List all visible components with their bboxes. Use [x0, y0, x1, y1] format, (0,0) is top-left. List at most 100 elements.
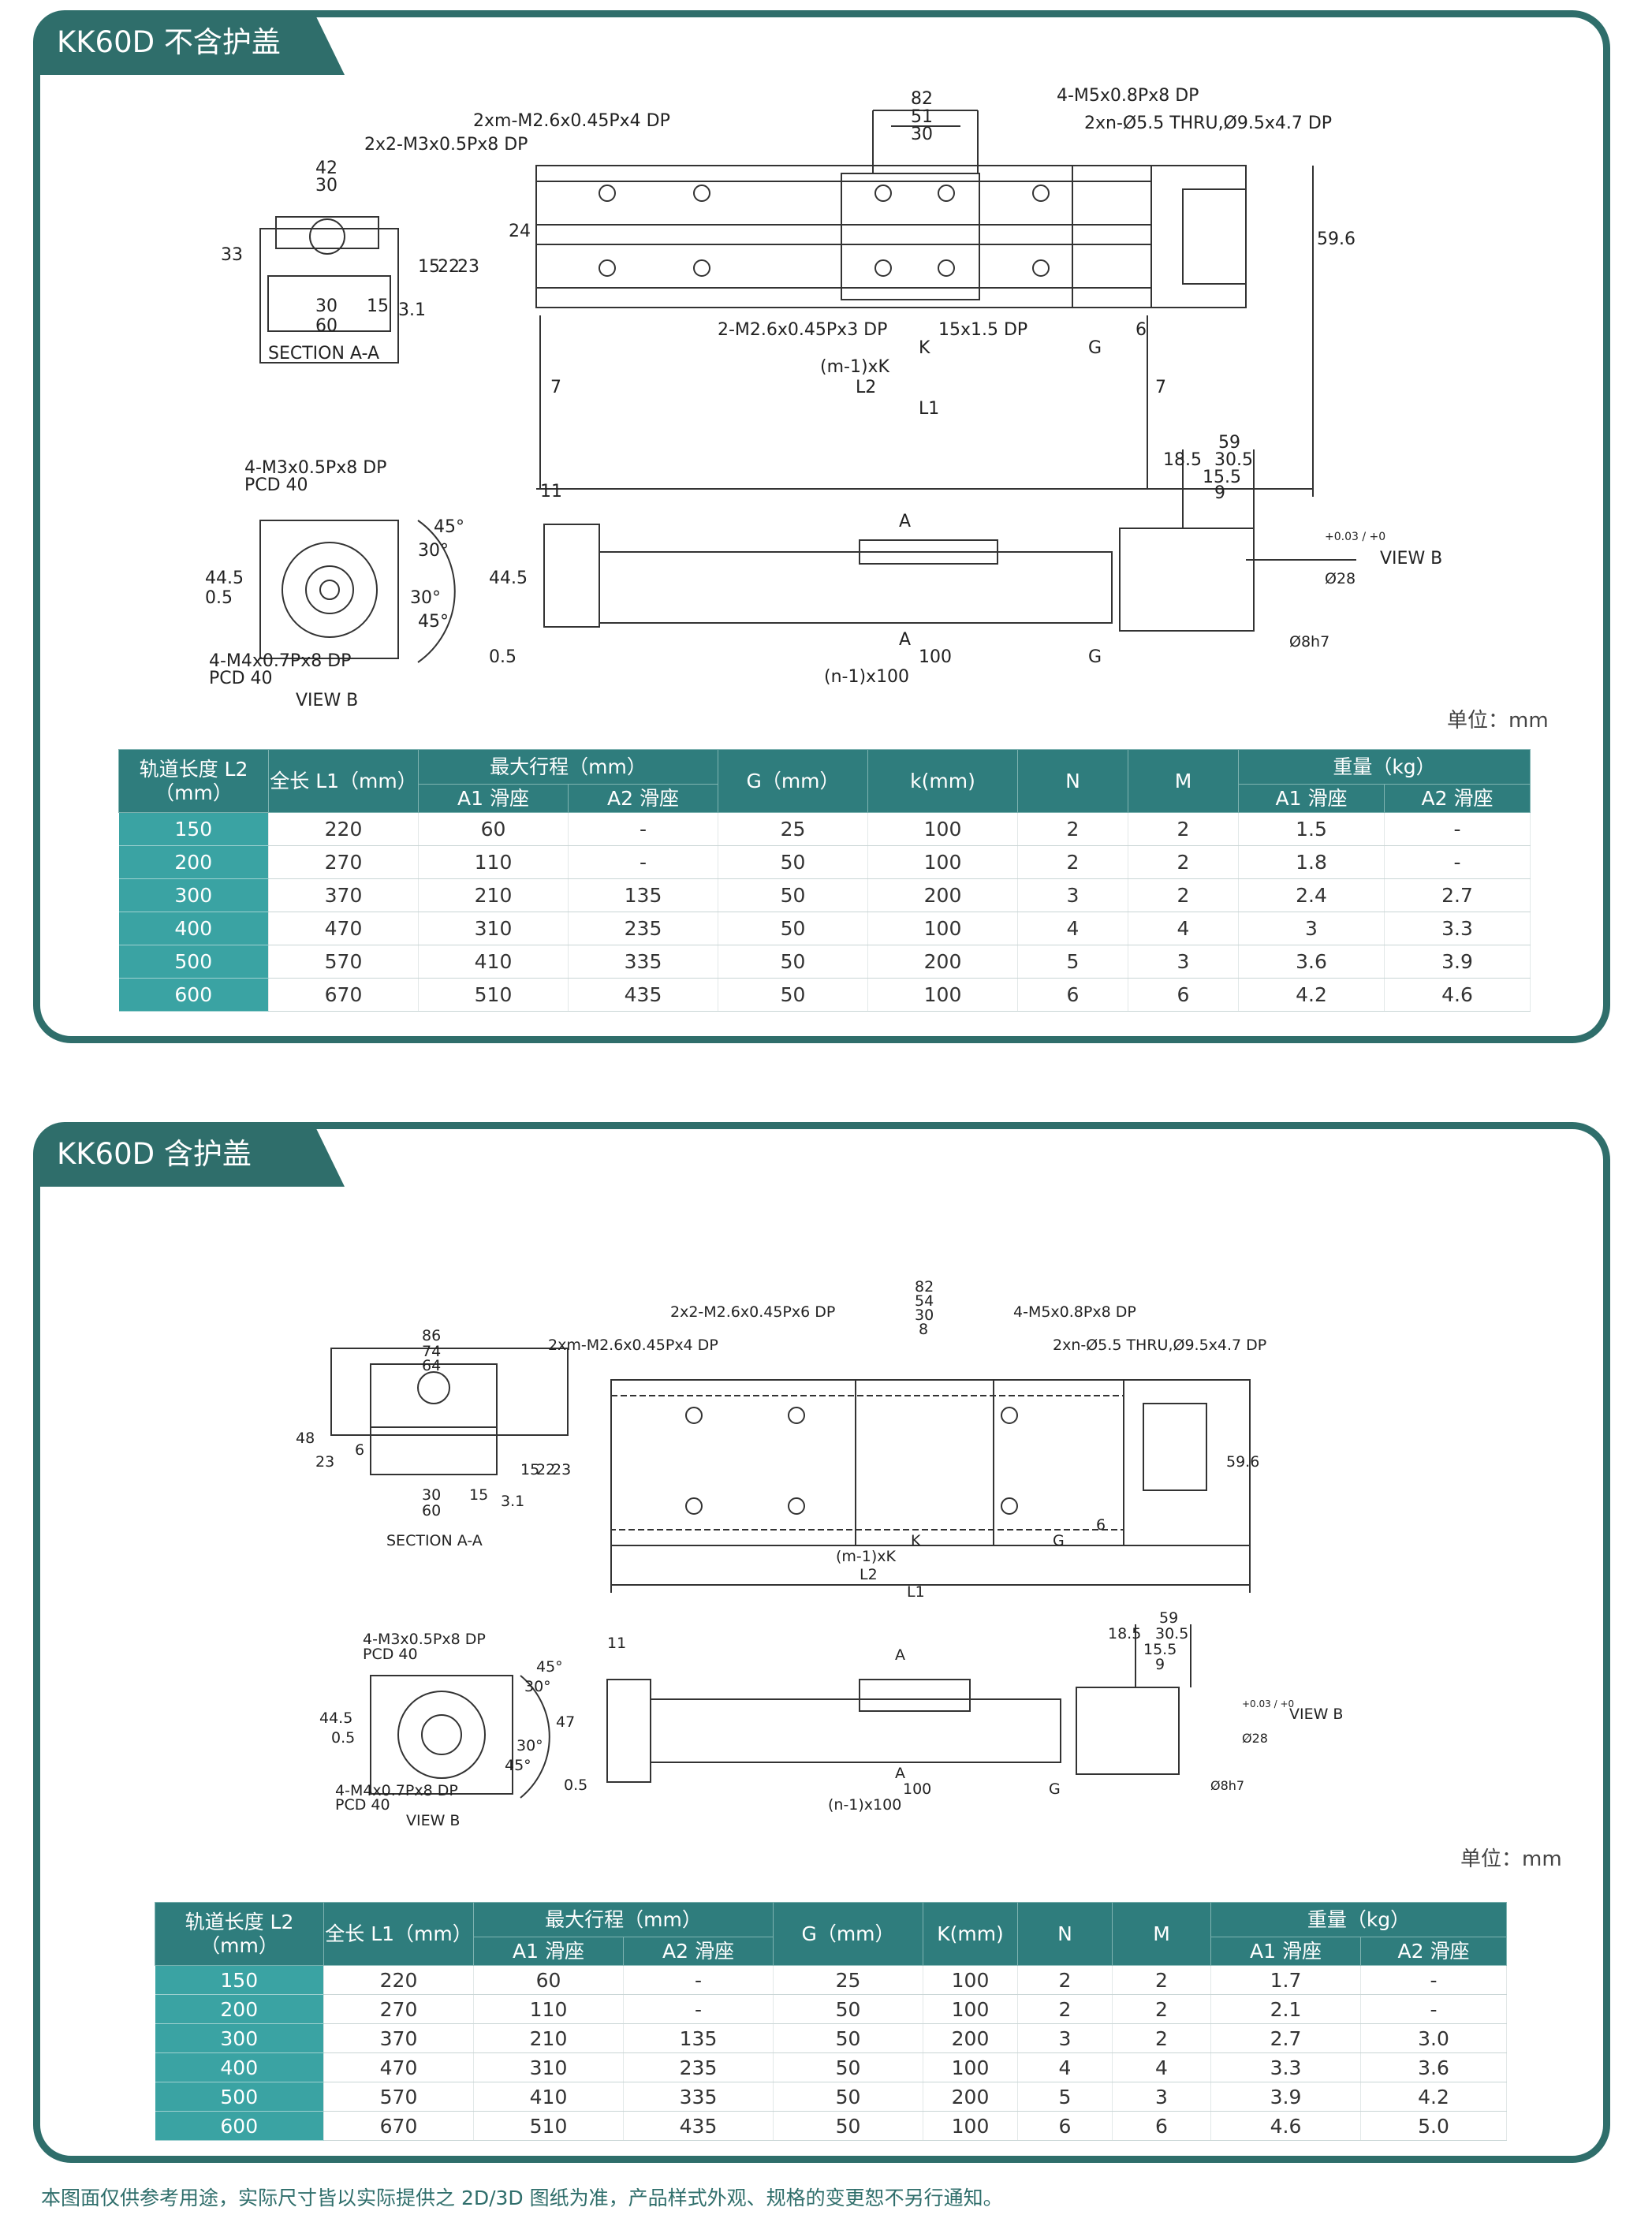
table-cell: - [623, 1994, 774, 2024]
dim-7a: 7 [550, 378, 561, 397]
label-m5: 4-M5x0.8Px8 DP [1013, 1303, 1136, 1321]
dim-15b: 15 [469, 1486, 488, 1504]
technical-drawing-1: 82 51 30 4-M5x0.8Px8 DP 2xn-Ø5.5 THRU,Ø9… [205, 86, 1442, 710]
dim-7b: 7 [1155, 378, 1166, 397]
col-weight-a2: A2 滑座 [1383, 784, 1531, 813]
dim-15-5: 15.5 [1143, 1641, 1177, 1658]
table-cell: 2 [1017, 1965, 1113, 1995]
label-viewb1: VIEW B [406, 1812, 460, 1829]
table-cell: 670 [323, 2111, 474, 2141]
dim-51: 51 [911, 107, 933, 127]
table-cell: - [623, 1965, 774, 1995]
table-cell: 200 [867, 945, 1018, 979]
dim-82: 82 [911, 89, 933, 109]
table-cell: 200 [118, 845, 269, 879]
table-cell: 210 [418, 878, 569, 912]
table-cell: 50 [773, 2052, 923, 2082]
table-cell: 50 [773, 2023, 923, 2053]
table-cell: 210 [473, 2023, 624, 2053]
dim-30b: 30 [422, 1486, 441, 1504]
label-A1: A [899, 512, 911, 531]
table-cell: 2 [1128, 878, 1239, 912]
table-cell: 2 [1017, 1994, 1113, 2024]
table-cell: 3 [1128, 945, 1239, 979]
dim-82: 82 [915, 1278, 934, 1296]
table-cell: 3.6 [1238, 945, 1385, 979]
dim-42: 42 [315, 158, 337, 178]
col-k: K(mm) [923, 1902, 1018, 1966]
section-aa-label: SECTION A-A [386, 1532, 483, 1549]
table-cell: 200 [923, 2023, 1018, 2053]
section-title-2: KK60D 含护盖 [33, 1122, 345, 1187]
table-cell: 3 [1017, 2023, 1113, 2053]
table-cell: 25 [718, 812, 868, 846]
col-g: G（mm） [718, 749, 868, 813]
table-cell: 370 [268, 878, 419, 912]
table-cell: 500 [118, 945, 269, 979]
dim-L1: L1 [907, 1583, 925, 1601]
angle-30b: 30° [516, 1737, 543, 1754]
table-cell: 1.7 [1210, 1965, 1361, 1995]
dim-15: 15 [520, 1461, 539, 1478]
dim-mk: (m-1)xK [836, 1548, 897, 1565]
dim-G: G [1088, 338, 1102, 358]
dim-30-5: 30.5 [1214, 450, 1253, 470]
angle-45b: 45° [505, 1757, 531, 1774]
table-cell: 400 [118, 912, 269, 945]
dim-24: 24 [509, 222, 531, 241]
label-pcd2: PCD 40 [209, 669, 273, 688]
dim-3-1: 3.1 [501, 1493, 524, 1510]
table-cell: 3.9 [1210, 2082, 1361, 2112]
dim-64: 64 [422, 1357, 441, 1374]
table-cell: 150 [118, 812, 269, 846]
table-cell: - [568, 845, 718, 879]
col-l1: 全长 L1（mm） [323, 1902, 474, 1966]
label-m5: 4-M5x0.8Px8 DP [1057, 86, 1199, 106]
table-cell: 3.9 [1384, 945, 1531, 979]
table-cell: 3 [1017, 878, 1128, 912]
table-cell: 50 [773, 2082, 923, 2112]
table-cell: - [1360, 1994, 1508, 2024]
table-cell: 3.6 [1360, 2052, 1508, 2082]
dim-48: 48 [296, 1430, 315, 1447]
table-cell: 2 [1128, 812, 1239, 846]
table-cell: 50 [718, 945, 868, 979]
table-cell: 400 [155, 2052, 324, 2082]
table-cell: 2.1 [1210, 1994, 1361, 2024]
table-cell: 50 [718, 845, 868, 879]
table-cell: 200 [867, 878, 1018, 912]
table-cell: 100 [923, 1994, 1018, 2024]
dim-d28: Ø28 [1242, 1731, 1268, 1746]
dim-86: 86 [422, 1327, 441, 1344]
table-cell: 3 [1238, 912, 1385, 945]
col-stroke-a1: A1 滑座 [473, 1937, 624, 1966]
table-cell: 335 [568, 945, 718, 979]
dim-100: 100 [903, 1780, 931, 1798]
col-stroke-a2: A2 滑座 [623, 1937, 774, 1966]
table-cell: 1.5 [1238, 812, 1385, 846]
spec-table-2: 轨道长度 L2（mm） 全长 L1（mm） 最大行程（mm） G（mm） K(m… [155, 1902, 1508, 2141]
label-dp15: 15x1.5 DP [938, 320, 1027, 340]
dim-59-6: 59.6 [1226, 1453, 1259, 1471]
label-A1: A [895, 1646, 905, 1664]
unit-label-1: 单位：mm [1447, 709, 1549, 733]
label-pcd2: PCD 40 [335, 1796, 390, 1814]
drawing-1: 82 51 30 4-M5x0.8Px8 DP 2xn-Ø5.5 THRU,Ø9… [189, 79, 1498, 729]
dim-L2: L2 [856, 378, 876, 397]
label-A2: A [895, 1765, 905, 1782]
dim-15: 15 [418, 257, 440, 277]
dim-n100: (n-1)x100 [824, 667, 909, 687]
dim-tol: +0.03 / +0 [1325, 531, 1385, 543]
table-cell: 2.7 [1210, 2023, 1361, 2053]
dim-23a: 23 [315, 1453, 334, 1471]
table-cell: 2 [1112, 1994, 1211, 2024]
dim-tol: +0.03 / +0 [1242, 1698, 1294, 1709]
col-l1: 全长 L1（mm） [268, 749, 419, 813]
table-cell: 500 [155, 2082, 324, 2112]
table-cell: 4 [1017, 2052, 1113, 2082]
col-n: N [1017, 1902, 1113, 1966]
col-stroke-a2: A2 滑座 [568, 784, 718, 813]
